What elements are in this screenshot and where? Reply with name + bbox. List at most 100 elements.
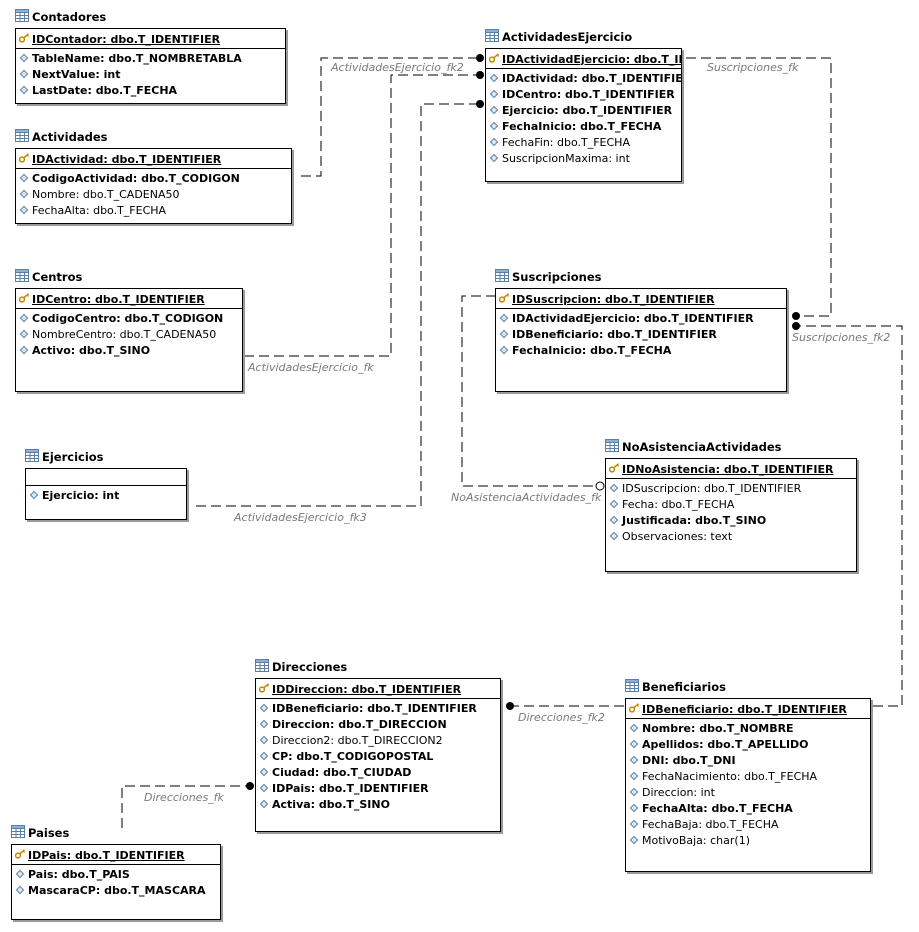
column-row[interactable]: FechaInicio: dbo.T_FECHA (496, 342, 786, 358)
column-row[interactable]: IDBeneficiario: dbo.T_IDENTIFIER (496, 326, 786, 342)
primary-key-row[interactable]: IDNoAsistencia: dbo.T_IDENTIFIER (606, 461, 856, 477)
column-text: Activa: dbo.T_SINO (272, 797, 390, 811)
column-diamond-icon (609, 483, 622, 493)
column-row[interactable]: Pais: dbo.T_PAIS (12, 866, 220, 882)
column-row[interactable]: IDActividadEjercicio: dbo.T_IDENTIFIER (496, 310, 786, 326)
column-row[interactable]: CodigoActividad: dbo.T_CODIGON (16, 170, 291, 186)
column-diamond-icon (489, 89, 502, 99)
column-row[interactable]: Nombre: dbo.T_CADENA50 (16, 186, 291, 202)
column-diamond-icon (629, 723, 642, 733)
column-text: IDContador: dbo.T_IDENTIFIER (32, 32, 221, 46)
column-row[interactable]: MascaraCP: dbo.T_MASCARA (12, 882, 220, 898)
column-row[interactable]: Direccion: int (626, 784, 870, 800)
column-text: IDActividad: dbo.T_IDENTIFIER (502, 71, 682, 85)
column-row[interactable]: SuscripcionMaxima: int (486, 150, 681, 166)
column-row[interactable]: CP: dbo.T_CODIGOPOSTAL (256, 748, 500, 764)
table-title: Actividades (15, 128, 107, 146)
column-row[interactable]: DNI: dbo.T_DNI (626, 752, 870, 768)
column-row[interactable]: FechaFin: dbo.T_FECHA (486, 134, 681, 150)
column-diamond-icon (489, 153, 502, 163)
primary-key-row[interactable]: IDContador: dbo.T_IDENTIFIER (16, 31, 285, 47)
label-noasis-fk: NoAsistenciaActividades_fk (451, 491, 602, 504)
column-text: FechaAlta: dbo.T_FECHA (32, 203, 167, 217)
column-row[interactable]: FechaAlta: dbo.T_FECHA (16, 202, 291, 218)
column-row[interactable]: LastDate: dbo.T_FECHA (16, 82, 285, 98)
column-row[interactable]: Ejercicio: int (26, 487, 186, 503)
primary-key-row[interactable]: IDActividadEjercicio: dbo.T_IDENTIFIER (486, 51, 681, 67)
column-diamond-icon (629, 739, 642, 749)
column-text: Apellidos: dbo.T_APELLIDO (642, 737, 809, 751)
column-row[interactable]: IDPais: dbo.T_IDENTIFIER (256, 780, 500, 796)
column-row[interactable]: FechaAlta: dbo.T_FECHA (626, 800, 870, 816)
column-diamond-icon (609, 499, 622, 509)
table-icon (495, 269, 509, 282)
primary-key-row[interactable]: IDBeneficiario: dbo.T_IDENTIFIER (626, 701, 870, 717)
column-text: Observaciones: text (622, 529, 733, 543)
table-icon (11, 825, 28, 841)
column-text: FechaInicio: dbo.T_FECHA (512, 343, 672, 357)
table-icon (495, 269, 512, 285)
line-susc-fk2 (797, 325, 903, 707)
column-row[interactable]: Apellidos: dbo.T_APELLIDO (626, 736, 870, 752)
column-row[interactable]: MotivoBaja: char(1) (626, 832, 870, 848)
column-row[interactable]: IDActividad: dbo.T_IDENTIFIER (486, 70, 681, 86)
column-text: Ciudad: dbo.T_CIUDAD (272, 765, 412, 779)
column-row[interactable]: IDBeneficiario: dbo.T_IDENTIFIER (256, 700, 500, 716)
column-row[interactable]: FechaBaja: dbo.T_FECHA (626, 816, 870, 832)
table-icon (15, 269, 29, 282)
column-row[interactable]: IDCentro: dbo.T_IDENTIFIER (486, 86, 681, 102)
column-row[interactable]: Nombre: dbo.T_NOMBRE (626, 720, 870, 736)
column-diamond-icon (499, 313, 512, 323)
primary-key-row[interactable]: IDDireccion: dbo.T_IDENTIFIER (256, 681, 500, 697)
table-body: IDNoAsistencia: dbo.T_IDENTIFIER IDSuscri… (605, 458, 857, 572)
primary-key-section: IDPais: dbo.T_IDENTIFIER (12, 845, 220, 865)
table-body: IDBeneficiario: dbo.T_IDENTIFIER Nombre: … (625, 698, 871, 872)
column-row[interactable]: Fecha: dbo.T_FECHA (606, 496, 856, 512)
primary-key-section: IDActividad: dbo.T_IDENTIFIER (16, 149, 291, 169)
column-row[interactable]: Activa: dbo.T_SINO (256, 796, 500, 812)
column-text: IDCentro: dbo.T_IDENTIFIER (32, 292, 205, 306)
column-row[interactable]: Direccion2: dbo.T_DIRECCION2 (256, 732, 500, 748)
column-text: IDDireccion: dbo.T_IDENTIFIER (272, 682, 462, 696)
table-name: Contadores (32, 10, 107, 24)
table-title: Contadores (15, 8, 106, 26)
column-row[interactable]: FechaNacimiento: dbo.T_FECHA (626, 768, 870, 784)
column-row[interactable]: Ejercicio: dbo.T_IDENTIFIER (486, 102, 681, 118)
primary-key-row[interactable]: IDSuscripcion: dbo.T_IDENTIFIER (496, 291, 786, 307)
table-body: IDDireccion: dbo.T_IDENTIFIER IDBeneficia… (255, 678, 501, 832)
column-row[interactable]: FechaInicio: dbo.T_FECHA (486, 118, 681, 134)
column-row[interactable]: NextValue: int (16, 66, 285, 82)
column-row[interactable]: NombreCentro: dbo.T_CADENA50 (16, 326, 242, 342)
primary-key-section: IDNoAsistencia: dbo.T_IDENTIFIER (606, 459, 856, 479)
column-row[interactable]: TableName: dbo.T_NOMBRETABLA (16, 50, 285, 66)
column-row[interactable]: Activo: dbo.T_SINO (16, 342, 242, 358)
primary-key-row[interactable]: IDPais: dbo.T_IDENTIFIER (12, 847, 220, 863)
column-row[interactable]: CodigoCentro: dbo.T_CODIGON (16, 310, 242, 326)
primary-key-row[interactable]: IDCentro: dbo.T_IDENTIFIER (16, 291, 242, 307)
column-row[interactable]: Justificada: dbo.T_SINO (606, 512, 856, 528)
column-row[interactable]: IDSuscripcion: dbo.T_IDENTIFIER (606, 480, 856, 496)
column-text: IDActividad: dbo.T_IDENTIFIER (32, 152, 222, 166)
column-diamond-icon (499, 345, 512, 355)
primary-key-section: IDDireccion: dbo.T_IDENTIFIER (256, 679, 500, 699)
column-row[interactable]: Observaciones: text (606, 528, 856, 544)
column-row[interactable]: Ciudad: dbo.T_CIUDAD (256, 764, 500, 780)
column-diamond-icon (19, 329, 32, 339)
primary-key-row[interactable]: IDActividad: dbo.T_IDENTIFIER (16, 151, 291, 167)
column-text: CodigoActividad: dbo.T_CODIGON (32, 171, 240, 185)
table-icon (625, 679, 639, 692)
column-diamond-icon (15, 869, 28, 879)
column-row[interactable]: Direccion: dbo.T_DIRECCION (256, 716, 500, 732)
column-text: TableName: dbo.T_NOMBRETABLA (32, 51, 242, 65)
primary-key-section: IDContador: dbo.T_IDENTIFIER (16, 29, 285, 49)
